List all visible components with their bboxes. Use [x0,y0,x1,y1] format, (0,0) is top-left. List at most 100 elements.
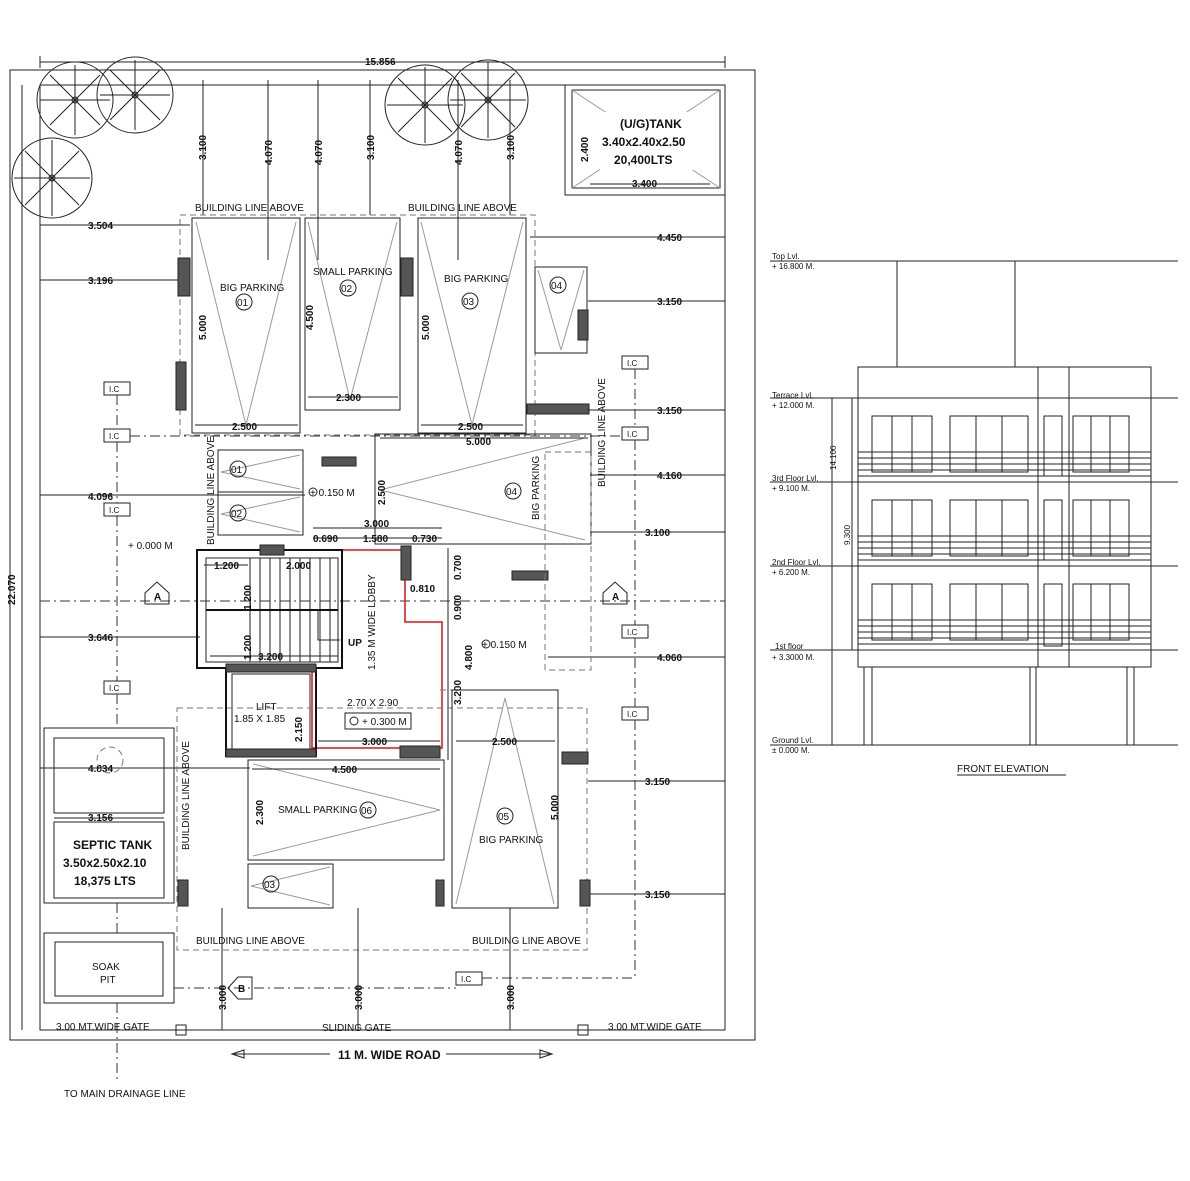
svg-text:4.160: 4.160 [657,471,682,482]
svg-text:4.500: 4.500 [332,765,357,776]
svg-text:4.800: 4.800 [464,645,475,670]
svg-text:BIG PARKING: BIG PARKING [479,835,543,846]
svg-text:1.200: 1.200 [214,561,239,572]
svg-text:3.000: 3.000 [362,737,387,748]
svg-text:+ 0.150 M: + 0.150 M [310,488,355,499]
section-marker-b: B [227,976,253,1000]
svg-text:1.580: 1.580 [363,534,388,545]
svg-text:4.500: 4.500 [305,305,316,330]
svg-text:06: 06 [361,806,373,817]
svg-text:5.000: 5.000 [421,315,432,340]
svg-text:2.500: 2.500 [232,422,257,433]
bay-03-lower: 03 [247,863,334,909]
svg-text:04: 04 [506,487,518,498]
svg-text:3.200: 3.200 [258,652,283,663]
parking-06: 4.500 2.300 SMALL PARKING 06 [247,759,445,861]
svg-text:B: B [238,984,245,995]
svg-text:01: 01 [237,298,249,309]
svg-text:BUILDING LINE ABOVE: BUILDING LINE ABOVE [597,378,608,487]
soak-pit: SOAK PIT [43,903,175,1080]
section-marker-a: A A [144,581,628,605]
svg-text:0.730: 0.730 [412,534,437,545]
svg-text:+ 9.100 M.: + 9.100 M. [772,484,810,493]
svg-text:BUILDING LINE ABOVE: BUILDING LINE ABOVE [408,203,517,214]
svg-text:4.096: 4.096 [88,492,113,503]
svg-text:3.196: 3.196 [88,276,113,287]
svg-text:03: 03 [264,880,276,891]
svg-text:I.C: I.C [109,385,119,394]
svg-text:02: 02 [231,509,243,520]
svg-text:+ 6.200 M.: + 6.200 M. [772,568,810,577]
floor-2-facade [858,499,1151,561]
svg-text:2.500: 2.500 [492,737,517,748]
tree-icon [36,61,114,139]
svg-text:2.500: 2.500 [377,480,388,505]
svg-text:(U/G)TANK: (U/G)TANK [620,117,682,131]
svg-text:BIG PARKING: BIG PARKING [220,283,284,294]
svg-text:20,400LTS: 20,400LTS [614,153,672,167]
svg-text:2.300: 2.300 [336,393,361,404]
septic-tank: SEPTIC TANK 3.50x2.50x2.10 18,375 LTS [43,727,175,904]
floor-3-facade [858,415,1151,477]
parking-04: 5.000 2.500 04 BIG PARKING BUILDING LINE… [374,378,608,671]
parking-02: SMALL PARKING 02 4.500 2.300 [304,217,401,411]
svg-text:3.00 MT.WIDE GATE: 3.00 MT.WIDE GATE [608,1022,702,1033]
svg-text:A: A [612,592,619,603]
lift: LIFT 1.85 X 1.85 2.150 [225,663,317,758]
svg-text:5.000: 5.000 [198,315,209,340]
inspection-chambers: I.C I.C I.C I.C I.C I.C I.C I.C I.C [103,355,649,986]
svg-text:+ 0.000 M: + 0.000 M [128,541,173,552]
svg-text:UP: UP [348,638,362,649]
top-dimensions: 3.100 4.070 4.070 3.100 4.070 3.100 [198,80,517,260]
left-dimensions: 3.504 3.196 4.096 3.646 4.834 3.156 [40,221,305,824]
svg-text:I.C: I.C [627,359,637,368]
svg-text:05: 05 [498,812,510,823]
svg-text:18,375 LTS: 18,375 LTS [74,874,136,888]
svg-text:3.000: 3.000 [218,985,229,1010]
svg-text:BUILDING LINE ABOVE: BUILDING LINE ABOVE [206,436,217,545]
lobby: 3.000 0.690 1.580 0.730 0.700 0.810 0.90… [311,519,555,760]
svg-text:0.690: 0.690 [313,534,338,545]
svg-text:3.504: 3.504 [88,221,113,232]
overall-width: 15.856 [365,57,396,68]
svg-text:3rd Floor Lvl.: 3rd Floor Lvl. [772,474,819,483]
svg-text:3.400: 3.400 [632,179,657,190]
svg-text:Ground Lvl.: Ground Lvl. [772,736,813,745]
svg-text:4.070: 4.070 [454,140,465,165]
svg-text:1.35 M WIDE LOBBY: 1.35 M WIDE LOBBY [367,574,378,670]
svg-text:+ 0.150 M: + 0.150 M [482,640,527,651]
bottom-dimensions: 3.000 3.000 3.000 [218,908,517,1030]
site-plan: 15.856 22.070 [7,56,756,1100]
level-markers: Top Lvl. + 16.800 M. Terrace Lvl. + 12.0… [770,252,1178,755]
underground-tank: (U/G)TANK 3.40x2.40x2.50 20,400LTS 2.400… [564,84,726,196]
svg-text:2.300: 2.300 [255,800,266,825]
svg-text:4.450: 4.450 [657,233,682,244]
svg-text:1.200: 1.200 [243,635,254,660]
svg-text:I.C: I.C [627,710,637,719]
right-dimensions: 4.450 3.150 3.150 4.160 3.100 4.060 3.15… [530,233,725,901]
svg-text:11 M. WIDE ROAD: 11 M. WIDE ROAD [338,1048,441,1062]
svg-text:0.700: 0.700 [453,555,464,580]
elevation-building [857,366,1152,668]
svg-text:SMALL PARKING: SMALL PARKING [278,805,358,816]
svg-text:3.150: 3.150 [657,297,682,308]
svg-text:02: 02 [341,284,353,295]
svg-text:BUILDING LINE ABOVE: BUILDING LINE ABOVE [472,936,581,947]
svg-text:SOAK: SOAK [92,962,120,973]
svg-text:1.200: 1.200 [243,585,254,610]
svg-text:2.70 X 2.90: 2.70 X 2.90 [347,698,399,709]
svg-text:I.C: I.C [627,628,637,637]
staircase: 1.200 2.000 1.200 1.200 3.200 UP [196,544,362,669]
svg-text:3.00 MT.WIDE GATE: 3.00 MT.WIDE GATE [56,1022,150,1033]
tree-icon [447,59,529,141]
two-wheeler-bays: 01 02 BUILDING LINE ABOVE [206,436,304,545]
svg-text:3.150: 3.150 [657,406,682,417]
svg-text:+ 16.800 M.: + 16.800 M. [772,262,814,271]
svg-text:4.070: 4.070 [314,140,325,165]
svg-text:1st floor: 1st floor [775,642,804,651]
svg-text:Top Lvl.: Top Lvl. [772,252,800,261]
svg-text:BUILDING LINE ABOVE: BUILDING LINE ABOVE [196,936,305,947]
svg-text:I.C: I.C [109,506,119,515]
svg-text:PIT: PIT [100,975,116,986]
